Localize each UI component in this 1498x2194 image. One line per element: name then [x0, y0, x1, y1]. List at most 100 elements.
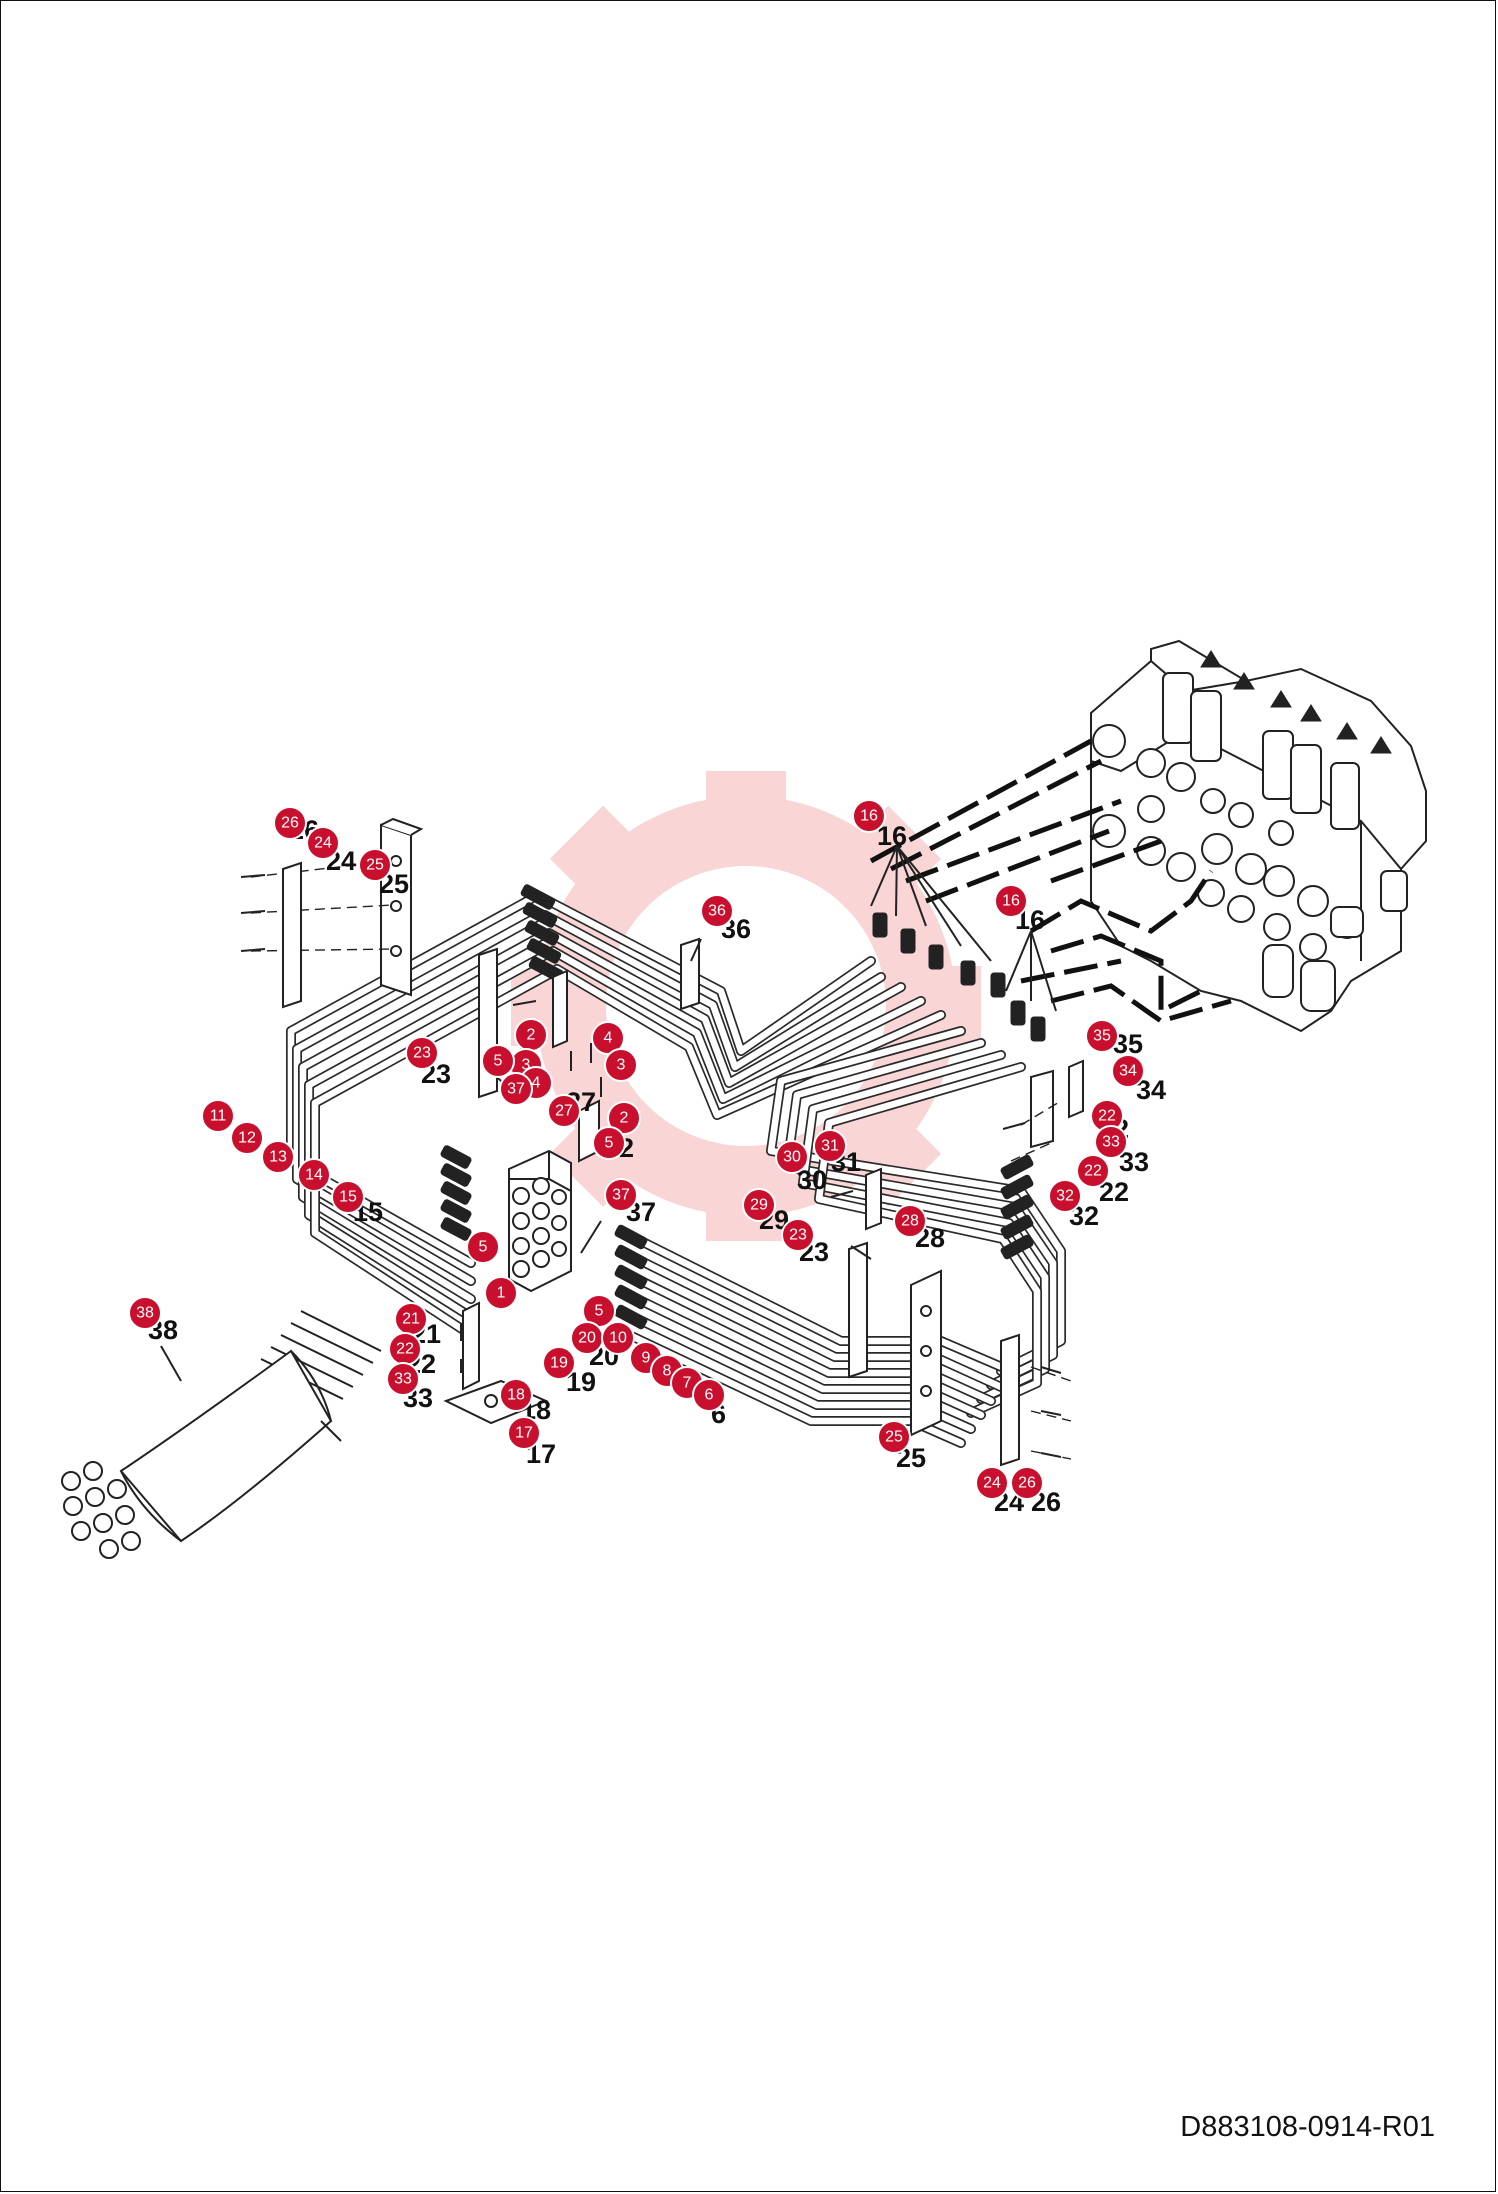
callout-23-a[interactable]: 23 [405, 1036, 439, 1070]
svg-text:23: 23 [413, 1045, 431, 1062]
svg-text:6: 6 [705, 1387, 714, 1404]
svg-text:18: 18 [507, 1387, 525, 1404]
svg-text:35: 35 [1093, 1028, 1111, 1045]
callout-31[interactable]: 31 [813, 1129, 847, 1163]
svg-text:33: 33 [1102, 1134, 1120, 1151]
drawing-code: D883108-0914-R01 [1180, 2111, 1435, 2143]
callout-14[interactable]: 14 [297, 1158, 331, 1192]
callout-5-a[interactable]: 5 [481, 1044, 515, 1078]
callout-25-b[interactable]: 25 [877, 1420, 911, 1454]
svg-text:26: 26 [1018, 1475, 1036, 1492]
callout-5-c[interactable]: 5 [466, 1230, 500, 1264]
callout-35[interactable]: 35 [1085, 1019, 1119, 1053]
callout-24-b[interactable]: 24 [975, 1466, 1009, 1500]
callout-37-a[interactable]: 37 [499, 1072, 533, 1106]
callout-3-b[interactable]: 3 [604, 1048, 638, 1082]
callout-26-a[interactable]: 26 [273, 806, 307, 840]
svg-text:17: 17 [515, 1425, 533, 1442]
callout-27[interactable]: 27 [547, 1094, 581, 1128]
callout-20[interactable]: 20 [570, 1321, 604, 1355]
svg-text:15: 15 [339, 1189, 357, 1206]
svg-text:38: 38 [136, 1305, 154, 1322]
svg-text:16: 16 [1002, 893, 1020, 910]
callout-2-b[interactable]: 2 [607, 1101, 641, 1135]
callout-11[interactable]: 11 [201, 1099, 235, 1133]
callout-badges: 26 24 25 16 16 36 2 3 4 4 5 3 23 37 27 2… [128, 799, 1145, 1500]
svg-text:5: 5 [494, 1053, 503, 1070]
callout-34[interactable]: 34 [1111, 1054, 1145, 1088]
callout-17[interactable]: 17 [507, 1416, 541, 1450]
callout-33-b[interactable]: 33 [1094, 1125, 1128, 1159]
svg-text:19: 19 [550, 1355, 568, 1372]
callout-29[interactable]: 29 [742, 1188, 776, 1222]
svg-text:36: 36 [708, 903, 726, 920]
svg-text:9: 9 [642, 1350, 651, 1367]
svg-text:27: 27 [555, 1103, 573, 1120]
callout-22-c[interactable]: 22 [1076, 1154, 1110, 1188]
callout-25-a[interactable]: 25 [358, 848, 392, 882]
svg-text:10: 10 [609, 1330, 627, 1347]
callout-38[interactable]: 38 [128, 1296, 162, 1330]
pipe-bundle-lower [616, 1226, 1016, 1448]
svg-text:28: 28 [901, 1213, 919, 1230]
callout-1[interactable]: 1 [484, 1276, 518, 1310]
callout-26-b[interactable]: 26 [1010, 1466, 1044, 1500]
svg-text:32: 32 [1056, 1188, 1074, 1205]
hose-sleeve-bundle [61, 1310, 382, 1559]
svg-text:4: 4 [604, 1030, 613, 1047]
callout-28[interactable]: 28 [893, 1204, 927, 1238]
svg-text:22: 22 [396, 1341, 414, 1358]
svg-text:3: 3 [522, 1057, 531, 1074]
callout-37-b[interactable]: 37 [604, 1178, 638, 1212]
callout-30[interactable]: 30 [775, 1140, 809, 1174]
svg-text:13: 13 [269, 1149, 287, 1166]
callout-5-b[interactable]: 5 [592, 1126, 626, 1160]
svg-text:24: 24 [983, 1475, 1001, 1492]
callout-18[interactable]: 18 [499, 1378, 533, 1412]
callout-22-a[interactable]: 22 [388, 1332, 422, 1366]
callout-21[interactable]: 21 [394, 1302, 428, 1336]
svg-text:23: 23 [789, 1227, 807, 1244]
callout-10[interactable]: 10 [601, 1321, 635, 1355]
svg-text:29: 29 [750, 1197, 768, 1214]
svg-text:22: 22 [1084, 1163, 1102, 1180]
callout-16-a[interactable]: 16 [852, 799, 886, 833]
manifold-block [508, 1149, 572, 1293]
callout-2-a[interactable]: 2 [514, 1018, 548, 1052]
svg-text:3: 3 [617, 1057, 626, 1074]
svg-text:25: 25 [885, 1429, 903, 1446]
svg-text:31: 31 [821, 1138, 839, 1155]
callout-19[interactable]: 19 [542, 1346, 576, 1380]
callout-13[interactable]: 13 [261, 1140, 295, 1174]
callout-16-b[interactable]: 16 [994, 884, 1028, 918]
callout-6[interactable]: 6 [692, 1378, 726, 1412]
svg-text:1: 1 [497, 1285, 506, 1302]
svg-text:25: 25 [366, 857, 384, 874]
callout-23-b[interactable]: 23 [781, 1218, 815, 1252]
svg-text:33: 33 [394, 1371, 412, 1388]
callout-15[interactable]: 15 [331, 1180, 365, 1214]
svg-text:30: 30 [783, 1149, 801, 1166]
callout-32[interactable]: 32 [1048, 1179, 1082, 1213]
callout-4-a[interactable]: 4 [591, 1021, 625, 1055]
callout-12[interactable]: 12 [230, 1121, 264, 1155]
callout-5-d[interactable]: 5 [582, 1294, 616, 1328]
svg-text:37: 37 [507, 1081, 525, 1098]
svg-text:21: 21 [402, 1311, 420, 1328]
svg-text:5: 5 [605, 1135, 614, 1152]
svg-text:12: 12 [238, 1130, 256, 1147]
callout-36[interactable]: 36 [700, 894, 734, 928]
svg-text:24: 24 [314, 835, 332, 852]
callout-33-a[interactable]: 33 [386, 1362, 420, 1396]
svg-text:5: 5 [595, 1303, 604, 1320]
svg-text:2: 2 [620, 1110, 629, 1127]
hose-fittings [440, 884, 1046, 1330]
svg-text:16: 16 [860, 808, 878, 825]
svg-text:37: 37 [612, 1187, 630, 1204]
svg-text:5: 5 [479, 1239, 488, 1256]
svg-text:4: 4 [532, 1075, 541, 1092]
svg-text:8: 8 [663, 1363, 672, 1380]
callout-24-a[interactable]: 24 [306, 826, 340, 860]
